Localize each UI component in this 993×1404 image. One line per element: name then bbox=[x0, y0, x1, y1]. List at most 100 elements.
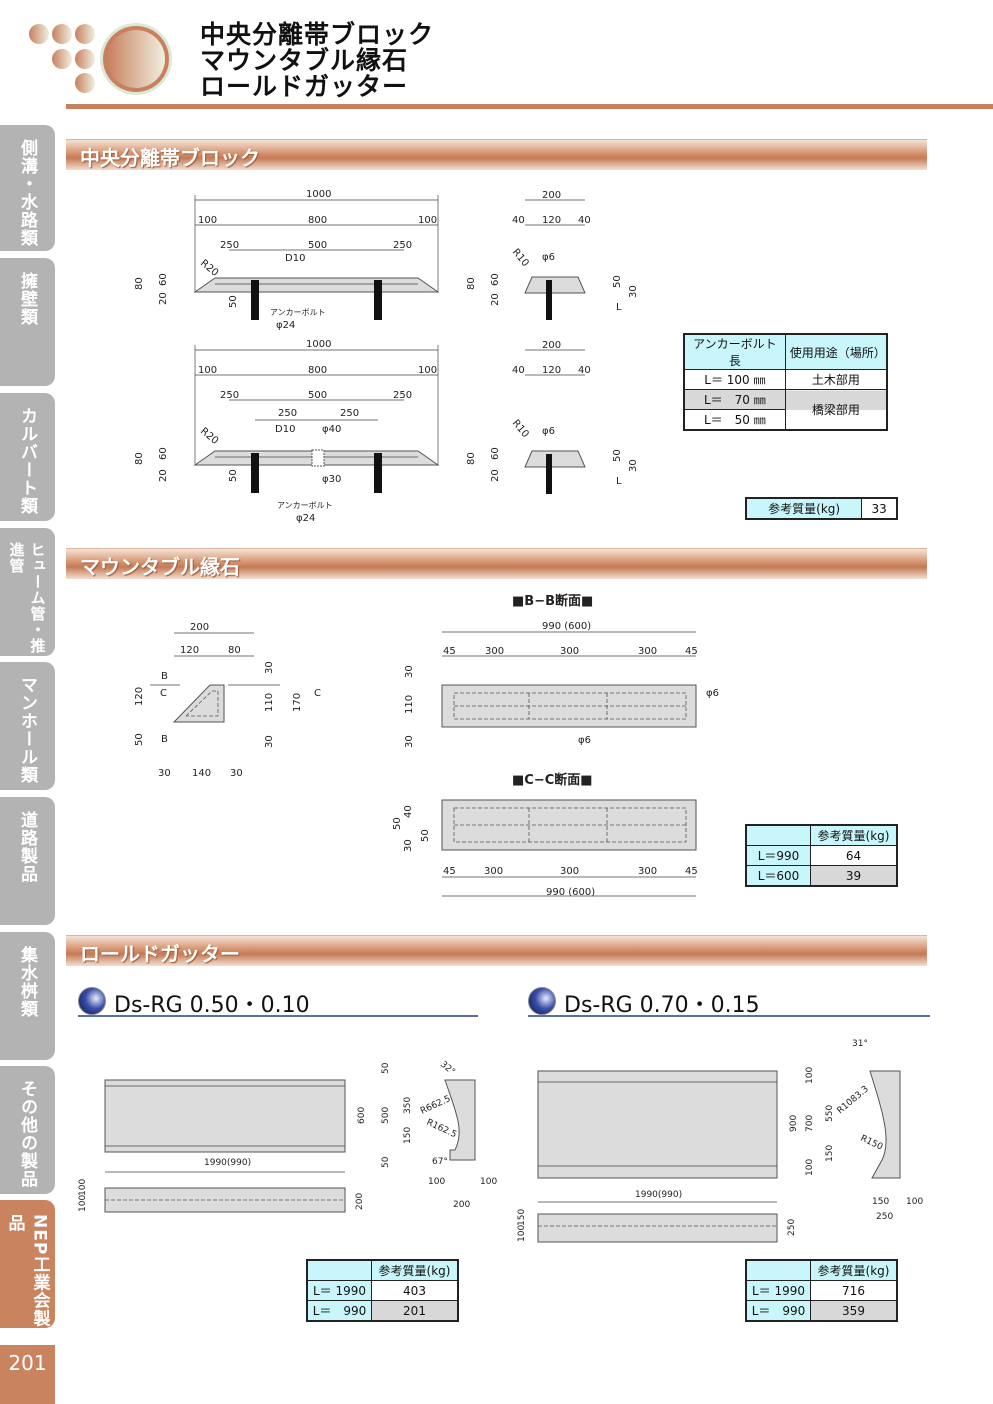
sidebar-tab-catch-basin[interactable]: 集水桝類 bbox=[0, 932, 55, 1060]
bullet-icon bbox=[528, 987, 556, 1015]
svg-text:250: 250 bbox=[340, 408, 359, 419]
svg-text:80: 80 bbox=[228, 645, 241, 656]
sidebar-tab-hume-pipe[interactable]: ヒューム管・推進管 bbox=[0, 528, 55, 656]
sidebar-tab-manhole[interactable]: マンホール類 bbox=[0, 662, 55, 790]
model-heading-right: Ds-RG 0.70・0.15 bbox=[528, 985, 930, 1018]
svg-text:990 (600): 990 (600) bbox=[542, 621, 591, 632]
svg-text:L: L bbox=[616, 476, 622, 487]
svg-text:120: 120 bbox=[542, 365, 561, 376]
svg-text:100: 100 bbox=[198, 215, 217, 226]
svg-text:B: B bbox=[161, 734, 168, 745]
svg-text:50: 50 bbox=[420, 829, 431, 842]
svg-text:250: 250 bbox=[787, 1219, 797, 1236]
svg-text:500: 500 bbox=[381, 1107, 391, 1124]
svg-text:100: 100 bbox=[517, 1225, 527, 1242]
svg-text:150: 150 bbox=[517, 1209, 527, 1226]
svg-text:300: 300 bbox=[485, 646, 504, 657]
svg-text:250: 250 bbox=[393, 390, 412, 401]
page-title-line-1: 中央分離帯ブロック bbox=[200, 20, 435, 49]
svg-text:R1083.3: R1083.3 bbox=[836, 1084, 871, 1116]
svg-text:60: 60 bbox=[158, 273, 169, 286]
svg-text:800: 800 bbox=[308, 215, 327, 226]
svg-text:200: 200 bbox=[190, 622, 209, 633]
svg-text:700: 700 bbox=[805, 1115, 815, 1132]
svg-text:R20: R20 bbox=[198, 426, 220, 447]
svg-text:R162.5: R162.5 bbox=[425, 1118, 458, 1141]
section-header-mountable-curb: マウンタブル縁石 bbox=[66, 548, 927, 579]
svg-text:40: 40 bbox=[403, 805, 414, 818]
svg-text:150: 150 bbox=[825, 1145, 835, 1162]
svg-text:100: 100 bbox=[418, 215, 437, 226]
svg-text:110: 110 bbox=[404, 695, 415, 714]
svg-text:50: 50 bbox=[381, 1062, 391, 1074]
svg-text:R662.5: R662.5 bbox=[419, 1094, 452, 1117]
svg-text:R150: R150 bbox=[859, 1134, 885, 1153]
svg-text:300: 300 bbox=[484, 866, 503, 877]
svg-text:250: 250 bbox=[393, 240, 412, 251]
svg-text:50: 50 bbox=[228, 295, 239, 308]
svg-text:100: 100 bbox=[906, 1197, 923, 1207]
svg-text:990 (600): 990 (600) bbox=[546, 887, 595, 898]
svg-text:20: 20 bbox=[490, 469, 501, 482]
svg-text:200: 200 bbox=[542, 190, 561, 201]
svg-text:φ24: φ24 bbox=[276, 320, 295, 331]
svg-text:50: 50 bbox=[228, 469, 239, 482]
sidebar-tab-retaining-wall[interactable]: 擁壁類 bbox=[0, 258, 55, 386]
section-header-rolled-gutter: ロールドガッター bbox=[66, 935, 927, 966]
svg-text:1990(990): 1990(990) bbox=[635, 1190, 682, 1200]
sidebar-tab-nep-products[interactable]: NEP工業会製品 bbox=[0, 1200, 55, 1328]
svg-text:50: 50 bbox=[612, 449, 623, 462]
sidebar-tab-road-products[interactable]: 道路製品 bbox=[0, 797, 55, 925]
svg-text:300: 300 bbox=[638, 866, 657, 877]
svg-text:100: 100 bbox=[805, 1159, 815, 1176]
svg-text:100: 100 bbox=[78, 1179, 88, 1196]
svg-text:30: 30 bbox=[230, 768, 243, 779]
svg-text:140: 140 bbox=[192, 768, 211, 779]
sidebar-tab-culvert[interactable]: カルバート類 bbox=[0, 393, 55, 521]
svg-text:φ6: φ6 bbox=[542, 252, 555, 263]
sidebar-tab-side-ditch[interactable]: 側溝・水路類 bbox=[0, 125, 55, 251]
svg-text:30: 30 bbox=[264, 735, 275, 748]
page-title-line-2: マウンタブル縁石 bbox=[200, 46, 409, 75]
svg-text:80: 80 bbox=[466, 452, 477, 465]
section-header-median-block: 中央分離帯ブロック bbox=[66, 139, 927, 170]
svg-text:250: 250 bbox=[220, 240, 239, 251]
svg-text:40: 40 bbox=[578, 365, 591, 376]
svg-text:C: C bbox=[160, 688, 167, 699]
svg-text:500: 500 bbox=[308, 390, 327, 401]
sidebar-tab-other-products[interactable]: その他の製品 bbox=[0, 1066, 55, 1194]
svg-text:1990(990): 1990(990) bbox=[204, 1158, 251, 1168]
svg-text:100: 100 bbox=[198, 365, 217, 376]
svg-text:50: 50 bbox=[134, 733, 145, 746]
cc-section-title: ■C−C断面■ bbox=[512, 772, 593, 788]
svg-text:D10: D10 bbox=[275, 424, 295, 435]
page-number: 201 bbox=[0, 1345, 55, 1404]
svg-text:B: B bbox=[161, 671, 168, 682]
svg-text:80: 80 bbox=[134, 452, 145, 465]
svg-text:20: 20 bbox=[158, 469, 169, 482]
svg-text:L: L bbox=[616, 302, 622, 313]
svg-text:1000: 1000 bbox=[306, 339, 331, 350]
svg-text:150: 150 bbox=[403, 1127, 413, 1144]
svg-text:30: 30 bbox=[404, 735, 415, 748]
svg-text:45: 45 bbox=[685, 866, 698, 877]
svg-text:C: C bbox=[314, 688, 321, 699]
svg-text:250: 250 bbox=[278, 408, 297, 419]
svg-text:250: 250 bbox=[876, 1212, 893, 1222]
svg-text:80: 80 bbox=[466, 277, 477, 290]
svg-text:30: 30 bbox=[264, 661, 275, 674]
svg-text:200: 200 bbox=[453, 1200, 470, 1210]
